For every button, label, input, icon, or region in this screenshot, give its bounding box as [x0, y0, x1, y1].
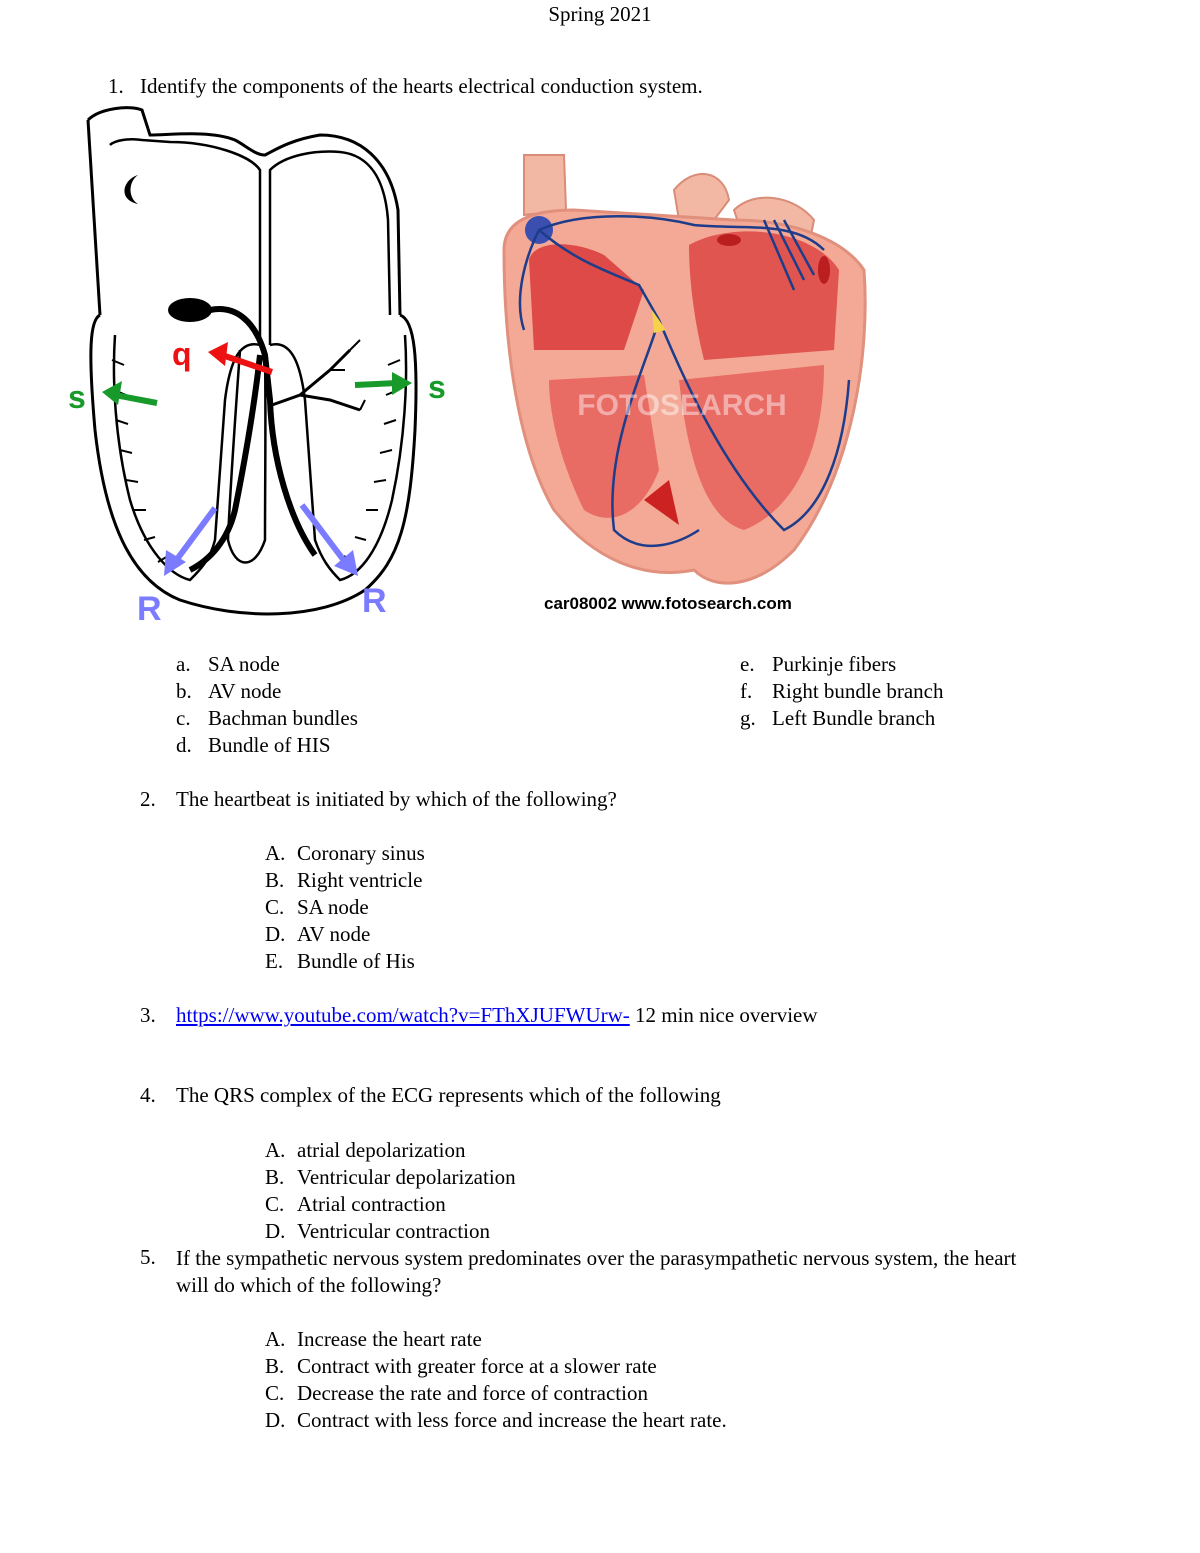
question-1-text: Identify the components of the hearts el… [140, 74, 703, 98]
label-q: q [172, 336, 192, 372]
question-3-line: https://www.youtube.com/watch?v=FThXJUFW… [176, 1003, 818, 1028]
q5-option: D.Contract with less force and increase … [265, 1408, 727, 1432]
q4-option: C.Atrial contraction [265, 1192, 446, 1216]
conduction-schematic-diagram: q s s R R [68, 106, 446, 628]
q1-option-c: c.Bachman bundles [176, 706, 358, 730]
label-s-left: s [68, 379, 86, 415]
q5-option: C.Decrease the rate and force of contrac… [265, 1381, 648, 1405]
question-5-text-line1: If the sympathetic nervous system predom… [176, 1246, 1017, 1270]
question-2-number: 2. [140, 787, 156, 811]
q1-option-b: b.AV node [176, 679, 282, 703]
q4-options: A.atrial depolarization B.Ventricular de… [265, 1137, 516, 1245]
q2-options: A.Coronary sinus B.Right ventricle C.SA … [265, 840, 425, 975]
label-s-right: s [428, 369, 446, 405]
q5-options: A.Increase the heart rate B.Contract wit… [265, 1326, 727, 1434]
question-1-number: 1. [108, 74, 124, 98]
q1-option-a: a.SA node [176, 652, 280, 676]
q1-option-f: f.Right bundle branch [740, 679, 944, 703]
image-caption: car08002 www.fotosearch.com [544, 594, 792, 613]
q1-options-left: a.SA node b.AV node c.Bachman bundles d.… [176, 651, 358, 759]
anatomical-heart-image: FOTOSEARCH car08002 www.fotosearch.com [494, 150, 870, 613]
question-5-number: 5. [140, 1245, 156, 1269]
q4-option: D.Ventricular contraction [265, 1219, 490, 1243]
label-r-right: R [362, 582, 387, 620]
question-4-text: The QRS complex of the ECG represents wh… [176, 1083, 721, 1107]
question-2-text: The heartbeat is initiated by which of t… [176, 787, 617, 811]
page-header: Spring 2021 [548, 2, 652, 26]
question-5-text-line2: will do which of the following? [176, 1273, 442, 1297]
question-4-number: 4. [140, 1083, 156, 1107]
label-r-left: R [137, 590, 162, 628]
q2-option: B.Right ventricle [265, 868, 423, 892]
q5-option: B.Contract with greater force at a slowe… [265, 1354, 657, 1378]
question-5-text: If the sympathetic nervous system predom… [176, 1245, 1016, 1299]
sa-marker-icon [124, 175, 138, 204]
q2-option: D.AV node [265, 922, 371, 946]
q2-option: C.SA node [265, 895, 369, 919]
q1-option-d: d.Bundle of HIS [176, 733, 331, 757]
q2-option: A.Coronary sinus [265, 841, 425, 865]
q4-option: B.Ventricular depolarization [265, 1165, 516, 1189]
q2-option: E.Bundle of His [265, 949, 415, 973]
q1-option-e: e.Purkinje fibers [740, 652, 897, 676]
question-3-number: 3. [140, 1003, 156, 1027]
q1-options-right: e.Purkinje fibers f.Right bundle branch … [740, 651, 943, 732]
youtube-link[interactable]: https://www.youtube.com/watch?v=FThXJUFW… [176, 1003, 630, 1027]
image-watermark: FOTOSEARCH [577, 389, 786, 422]
q5-option: A.Increase the heart rate [265, 1327, 482, 1351]
q4-option: A.atrial depolarization [265, 1138, 466, 1162]
question-3-note: 12 min nice overview [629, 1003, 818, 1027]
q1-option-g: g.Left Bundle branch [740, 706, 936, 730]
